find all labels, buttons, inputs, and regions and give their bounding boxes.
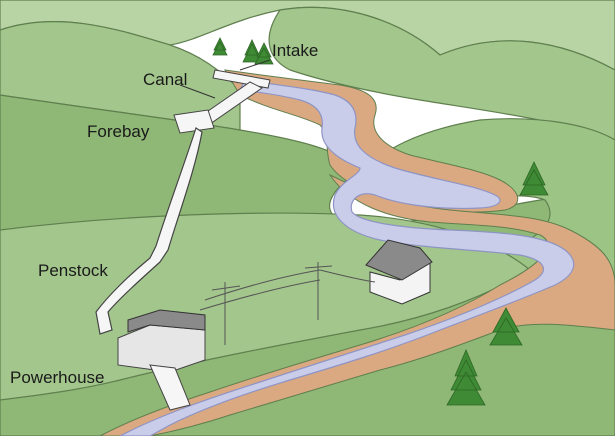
tree xyxy=(254,42,274,65)
penstock-pipe xyxy=(95,127,203,335)
intake-structure xyxy=(212,69,271,89)
house xyxy=(365,239,433,305)
tree xyxy=(242,39,262,63)
label-powerhouse: Powerhouse xyxy=(10,368,105,387)
tree xyxy=(212,37,228,56)
leader-lines xyxy=(179,59,271,99)
tree xyxy=(489,307,523,346)
label-forebay: Forebay xyxy=(87,122,150,141)
tree xyxy=(446,348,486,406)
label-canal: Canal xyxy=(143,70,187,89)
river xyxy=(119,79,575,436)
powerhouse-building xyxy=(117,309,206,411)
label-penstock: Penstock xyxy=(38,261,108,280)
power-lines xyxy=(199,262,376,345)
label-intake: Intake xyxy=(272,41,318,60)
forebay xyxy=(173,109,215,134)
tree xyxy=(519,161,549,196)
